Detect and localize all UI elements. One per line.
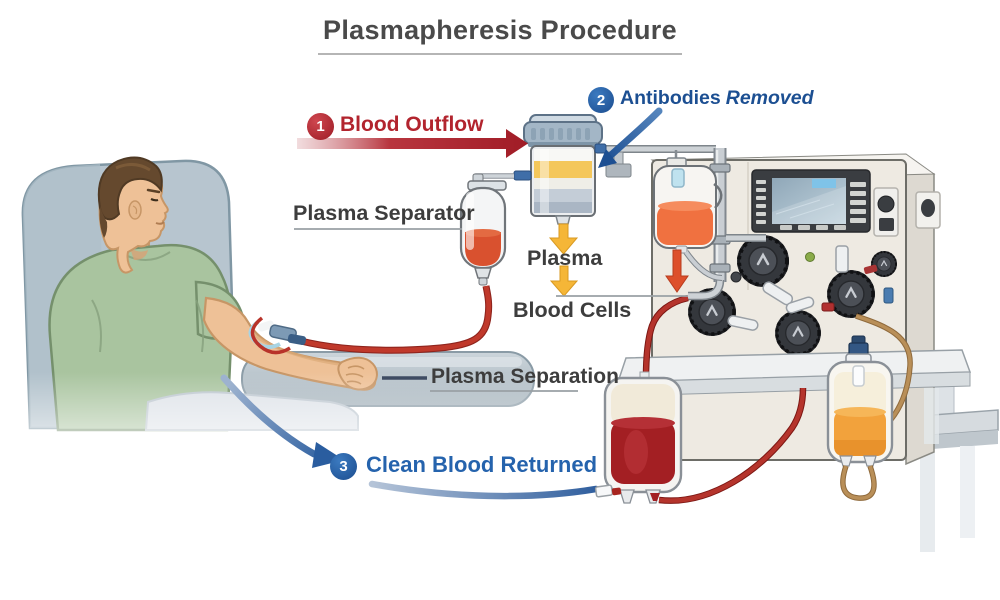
- plasma-layer: [534, 161, 592, 178]
- step-3-label: Clean Blood Returned: [366, 452, 598, 477]
- pole-clamps: [709, 163, 731, 273]
- cell-layer: [534, 202, 592, 213]
- step-1-label: Blood Outflow: [340, 113, 484, 136]
- eyebrow: [146, 188, 161, 194]
- plasma-separator-chamber: [459, 173, 507, 286]
- hair: [97, 156, 163, 221]
- plasma-separator-label: Plasma Separator: [293, 201, 475, 225]
- screen-buttons-right: [850, 182, 866, 223]
- step-1-number: 1: [316, 118, 325, 135]
- iv-access-site: [248, 316, 307, 355]
- step-2-number: 2: [596, 91, 606, 109]
- control-knob: [877, 195, 895, 213]
- clean-blood-return-tube: [368, 480, 622, 500]
- green-indicator: [805, 252, 815, 262]
- red-clip: [821, 302, 835, 312]
- cell-return-arrow: [665, 249, 689, 293]
- ear: [128, 200, 142, 220]
- bottle-cap: [848, 342, 869, 356]
- title-underline: [318, 53, 682, 55]
- step-1-badge: 1: [307, 113, 334, 140]
- cap-ribs: [531, 128, 590, 140]
- antibodies-removed-arrow: [598, 107, 663, 168]
- pump-dial-5: [870, 250, 898, 278]
- tube-machine-to-bag: [642, 294, 689, 379]
- blood-bag: [603, 371, 683, 504]
- plasma-label: Plasma: [527, 246, 603, 270]
- step-2-badge: 2: [588, 87, 614, 113]
- pump-dial-4: [825, 268, 877, 320]
- eye: [150, 198, 159, 202]
- page-title: Plasmapheresis Procedure: [323, 15, 677, 45]
- blood-outflow-arrow: [297, 129, 528, 158]
- fade-overlay: [0, 372, 588, 480]
- step-2-label-emphasis: Removed: [725, 87, 814, 109]
- pump-dial-1: [735, 233, 791, 289]
- side-button: [921, 199, 935, 217]
- screen-buttons-bottom: [780, 225, 846, 230]
- control-button: [879, 218, 894, 231]
- step-3-number: 3: [339, 458, 348, 475]
- control-screen: [751, 169, 899, 237]
- tube-machine-to-plasma-bottle: [855, 313, 913, 433]
- blood-cells-label: Blood Cells: [513, 298, 632, 322]
- plasma-collection-bottle: [826, 335, 894, 501]
- screen-buttons-left: [756, 180, 766, 224]
- leader-lines: [294, 228, 688, 392]
- plasma-flow-arrows: [548, 223, 579, 297]
- mouth: [155, 221, 165, 225]
- tube-bag-to-machine: [658, 387, 807, 504]
- plasma-separation-label: Plasma Separation: [431, 365, 619, 388]
- tube-clamps: [727, 245, 849, 331]
- centrifuge-canister: [475, 114, 607, 225]
- step-2-label-prefix: Antibodies: [620, 87, 721, 109]
- step-3-badge: 3: [330, 453, 357, 480]
- tube-arm-to-separator: [282, 285, 493, 354]
- pump-dial-3: [773, 308, 823, 358]
- antibody-collection-bottle: [653, 150, 723, 281]
